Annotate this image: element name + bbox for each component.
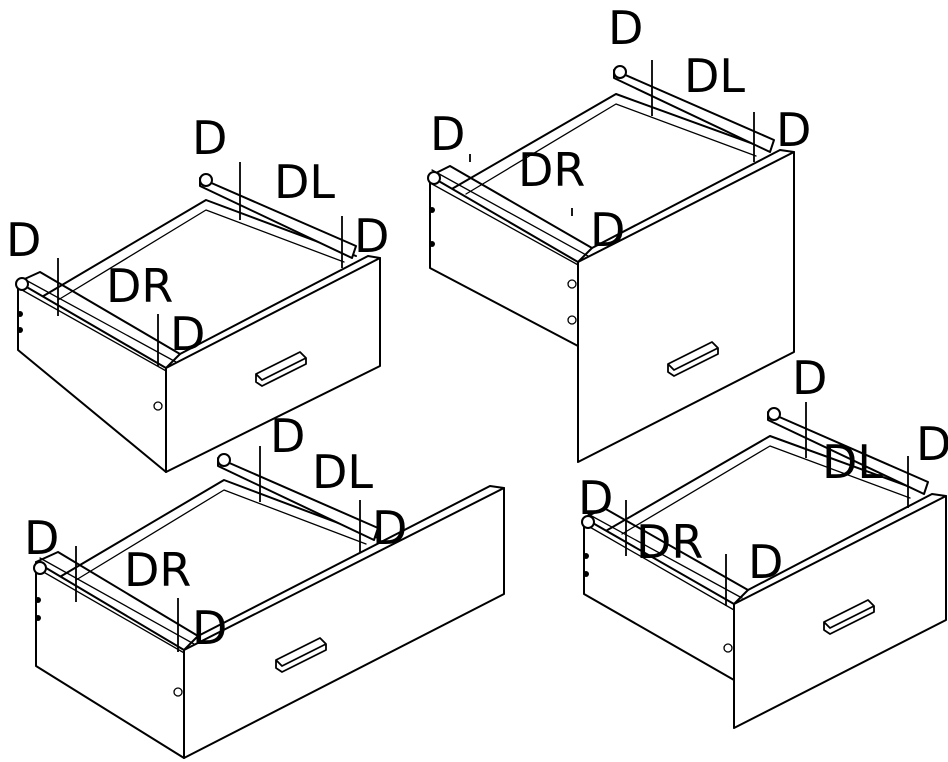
drawer-4-label-d: D: [916, 417, 948, 471]
drawer-2-label-d: D: [608, 1, 643, 55]
drawer-1-label-dr: DR: [106, 259, 173, 313]
drawer-4-hole: [723, 643, 733, 653]
drawer-1-back-wheel: [199, 173, 213, 187]
drawer-4-back-rim: [603, 435, 925, 533]
drawer-1-rail-wheel: [15, 277, 29, 291]
drawer-4-label-d: D: [748, 535, 783, 589]
drawer-1-label-dl: DL: [274, 155, 335, 209]
drawer-4-hole: [583, 553, 589, 559]
drawer-3-inner-rim: [75, 489, 367, 581]
drawer-1-hole: [17, 327, 23, 333]
drawer-1-back-rim: [39, 199, 357, 299]
drawer-3-handle: [275, 637, 327, 673]
drawer-2-hole: [429, 207, 435, 213]
drawer-2-label-dl: DL: [684, 49, 745, 103]
drawer-1-front-top: [165, 255, 381, 369]
drawer-2-left-side: [429, 175, 579, 347]
drawer-2-back-wheel: [613, 65, 627, 79]
drawer-3-label-d: D: [192, 601, 227, 655]
drawer-4: D DL D D DR D: [578, 351, 948, 729]
drawer-4-label-dr: DR: [636, 515, 703, 569]
drawer-1-label-d: D: [192, 111, 227, 165]
drawer-2-label-dr: DR: [518, 143, 585, 197]
drawer-3-label-d: D: [372, 501, 407, 555]
drawer-1: D DL D D DR D: [6, 111, 389, 473]
drawer-2-inner-rim: [465, 103, 757, 195]
drawer-3-rail-left: [39, 557, 195, 655]
drawer-2-hole: [567, 279, 577, 289]
drawer-2-front-panel: [577, 151, 795, 463]
drawer-1-handle: [255, 351, 307, 387]
drawer-4-label-dl: DL: [822, 435, 883, 489]
drawer-2-label-d: D: [590, 203, 625, 257]
drawer-3-hole: [35, 615, 41, 621]
drawer-1-hole: [153, 401, 163, 411]
drawer-4-back-wheel: [767, 407, 781, 421]
drawer-2-hole: [429, 241, 435, 247]
drawer-4-front-top: [733, 493, 947, 605]
drawer-3-front-panel: [183, 487, 505, 759]
drawer-3-front-top: [183, 485, 505, 651]
drawer-4-front-panel: [733, 495, 947, 729]
drawer-3-label-dl: DL: [312, 445, 373, 499]
drawer-2-label-d: D: [430, 107, 465, 161]
drawer-3-back-wheel: [217, 453, 231, 467]
drawer-1-label-d: D: [6, 213, 41, 267]
drawer-4-hole: [583, 571, 589, 577]
drawer-4-rail-wheel: [581, 515, 595, 529]
drawer-4-label-d: D: [578, 471, 613, 525]
drawer-3-top-left-edge: [35, 551, 199, 637]
drawer-3-rail-wheel: [33, 561, 47, 575]
drawer-4-inner-rim: [621, 445, 911, 535]
drawer-3-label-d: D: [24, 511, 59, 565]
drawer-2-label-d: D: [776, 103, 811, 157]
drawer-4-rail-left: [587, 513, 743, 611]
drawer-1-label-d: D: [170, 307, 205, 361]
drawer-1-label-d: D: [354, 209, 389, 263]
drawer-2-back-rim: [449, 93, 771, 191]
drawer-2: D DL D D DR D: [427, 1, 811, 463]
drawer-3-hole: [173, 687, 183, 697]
drawer-3-label-dr: DR: [124, 543, 191, 597]
drawer-1-rail-left: [21, 277, 177, 373]
drawer-3-hole: [35, 597, 41, 603]
drawer-4-handle: [823, 599, 875, 635]
drawer-2-rail-left: [431, 169, 589, 267]
drawer-4-top-left-edge: [583, 507, 749, 591]
drawer-1-inner-rim: [57, 209, 345, 301]
drawer-3-back-rim: [57, 479, 379, 579]
drawer-3-label-d: D: [270, 409, 305, 463]
drawer-1-hole: [17, 311, 23, 317]
drawer-2-hole: [567, 315, 577, 325]
drawer-2-front-top: [577, 149, 795, 263]
drawer-2-handle: [667, 341, 719, 377]
drawer-3: D DL D D DR D: [24, 409, 505, 759]
drawer-2-rail-wheel: [427, 171, 441, 185]
drawer-4-label-d: D: [792, 351, 827, 405]
